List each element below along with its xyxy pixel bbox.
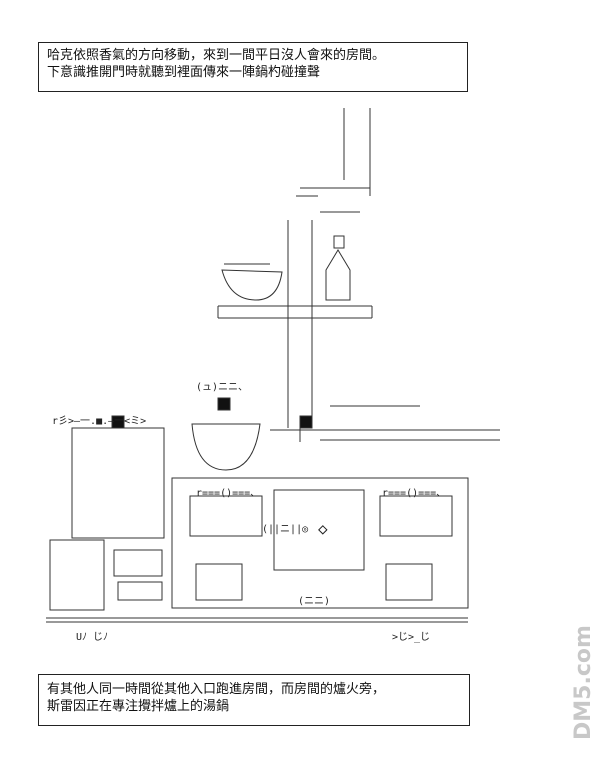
cabinet-label: r彡>—一.■.—一<ミ> [52, 416, 146, 427]
feet-right: >じ>_じ [392, 631, 430, 643]
caption-bottom-line-2: 斯雷因正在專注攪拌爐上的湯鍋 [47, 699, 230, 714]
drawer-code: (||ニ||◎ [262, 524, 308, 535]
caption-box-top: 哈克依照香氣的方向移動，來到一間平日沒人會來的房間。 下意識推開門時就聽到裡面傳… [38, 42, 468, 92]
pot [191, 397, 261, 471]
pot-label: (ュ)ニニ、 [196, 382, 248, 393]
floor [46, 617, 468, 623]
dial-label: (ニニ) [298, 596, 330, 607]
caption-top-line-2: 下意識推開門時就聽到裡面傳來一陣鍋杓碰撞聲 [47, 65, 321, 80]
diamond-icon: ◇ [318, 519, 328, 538]
feet-left: Uﾉ じﾉ [76, 631, 108, 643]
shelf [217, 305, 373, 319]
bottle [325, 235, 351, 301]
chimney-pipe [287, 108, 371, 428]
oven-left-label: r===()===、 [196, 488, 260, 499]
bowl [221, 263, 283, 301]
caption-box-bottom: 有其他人同一時間從其他入口跑進房間，而房間的爐火旁， 斯雷因正在專注攪拌爐上的湯… [38, 674, 470, 726]
caption-top-line-1: 哈克依照香氣的方向移動，來到一間平日沒人會來的房間。 [47, 48, 386, 63]
oven-right-label: r===()===、 [382, 488, 446, 499]
caption-bottom-line-1: 有其他人同一時間從其他入口跑進房間，而房間的爐火旁， [47, 682, 386, 697]
watermark-logo: DM5.com [571, 625, 596, 740]
stove [171, 405, 500, 609]
left-cabinet [49, 415, 165, 611]
